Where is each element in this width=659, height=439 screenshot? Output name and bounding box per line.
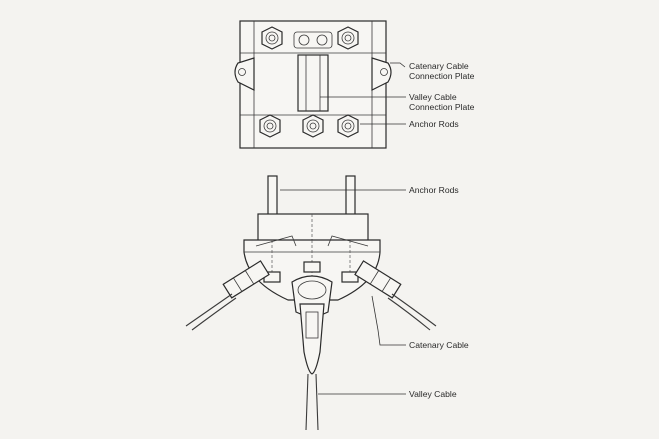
label-valley-plate-line2: Connection Plate — [409, 102, 475, 112]
catenary-plate-left — [234, 57, 255, 91]
label-valley-plate: Valley Cable Connection Plate — [409, 92, 474, 112]
valley-cable — [305, 373, 309, 431]
rear-plate — [257, 213, 369, 243]
plan-nut-top-right — [337, 26, 359, 50]
label-catenary-plate-line1: Catenary Cable — [409, 61, 469, 71]
plan-nut-top-left — [261, 26, 283, 50]
elev-nut-center — [303, 261, 321, 273]
plan-view — [234, 20, 392, 149]
plan-nut-bottom-center — [302, 114, 324, 138]
catenary-cable-left — [185, 293, 233, 327]
label-anchor-rods-top: Anchor Rods — [409, 119, 459, 129]
plan-nut-bottom-right — [337, 114, 359, 138]
catenary-fitting-right — [354, 260, 402, 299]
elevation-view — [185, 175, 437, 431]
leader-catenary-cable — [371, 295, 406, 346]
label-catenary-plate-line2: Connection Plate — [409, 71, 475, 81]
plan-nut-bottom-left — [259, 114, 281, 138]
valley-socket — [299, 303, 325, 375]
catenary-fitting-left — [222, 260, 270, 299]
valley-plate-center — [297, 54, 329, 112]
catenary-cable-right — [391, 293, 437, 327]
label-valley-cable: Valley Cable — [409, 389, 457, 399]
label-catenary-plate: Catenary Cable Connection Plate — [409, 61, 474, 81]
leader-catenary-plate — [390, 62, 406, 68]
label-anchor-rods-side: Anchor Rods — [409, 185, 459, 195]
label-catenary-cable: Catenary Cable — [409, 340, 469, 350]
catenary-plate-right — [371, 57, 392, 91]
label-valley-plate-line1: Valley Cable — [409, 92, 457, 102]
